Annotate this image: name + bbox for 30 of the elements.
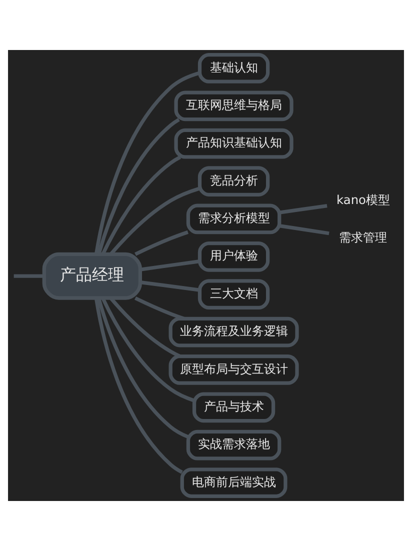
connector bbox=[279, 203, 328, 214]
connector bbox=[109, 296, 181, 358]
connector bbox=[134, 296, 184, 320]
node-box: 产品与技术 bbox=[192, 392, 276, 422]
node-box: 实战需求落地 bbox=[186, 429, 282, 460]
node-box: 互联网思维与格局 bbox=[174, 90, 294, 121]
node-box: 基础认知 bbox=[198, 52, 270, 83]
connector bbox=[140, 258, 200, 271]
node-box: 原型布局与交互设计 bbox=[168, 354, 299, 384]
node-box: 业务流程及业务逻辑 bbox=[168, 316, 299, 347]
node-box: 用户体验 bbox=[198, 240, 270, 272]
connector bbox=[14, 274, 44, 278]
node-box: 电商前后端实战 bbox=[180, 467, 288, 498]
connector bbox=[97, 117, 180, 254]
connector bbox=[101, 296, 195, 402]
connector bbox=[140, 280, 200, 292]
connector bbox=[110, 186, 200, 255]
connector bbox=[134, 230, 189, 256]
node-text: kano模型 bbox=[336, 192, 390, 206]
node-text: 需求管理 bbox=[339, 230, 388, 244]
connector bbox=[101, 155, 182, 254]
node-box: 产品经理 bbox=[42, 252, 142, 300]
connector bbox=[279, 223, 330, 235]
connector bbox=[94, 297, 183, 474]
connector bbox=[94, 70, 200, 254]
node-box: 需求分析模型 bbox=[186, 203, 282, 234]
node-box: 产品知识基础认知 bbox=[174, 128, 294, 158]
node-box: 竞品分析 bbox=[198, 166, 270, 196]
connector bbox=[96, 297, 189, 438]
node-box: 三大文档 bbox=[198, 278, 270, 310]
